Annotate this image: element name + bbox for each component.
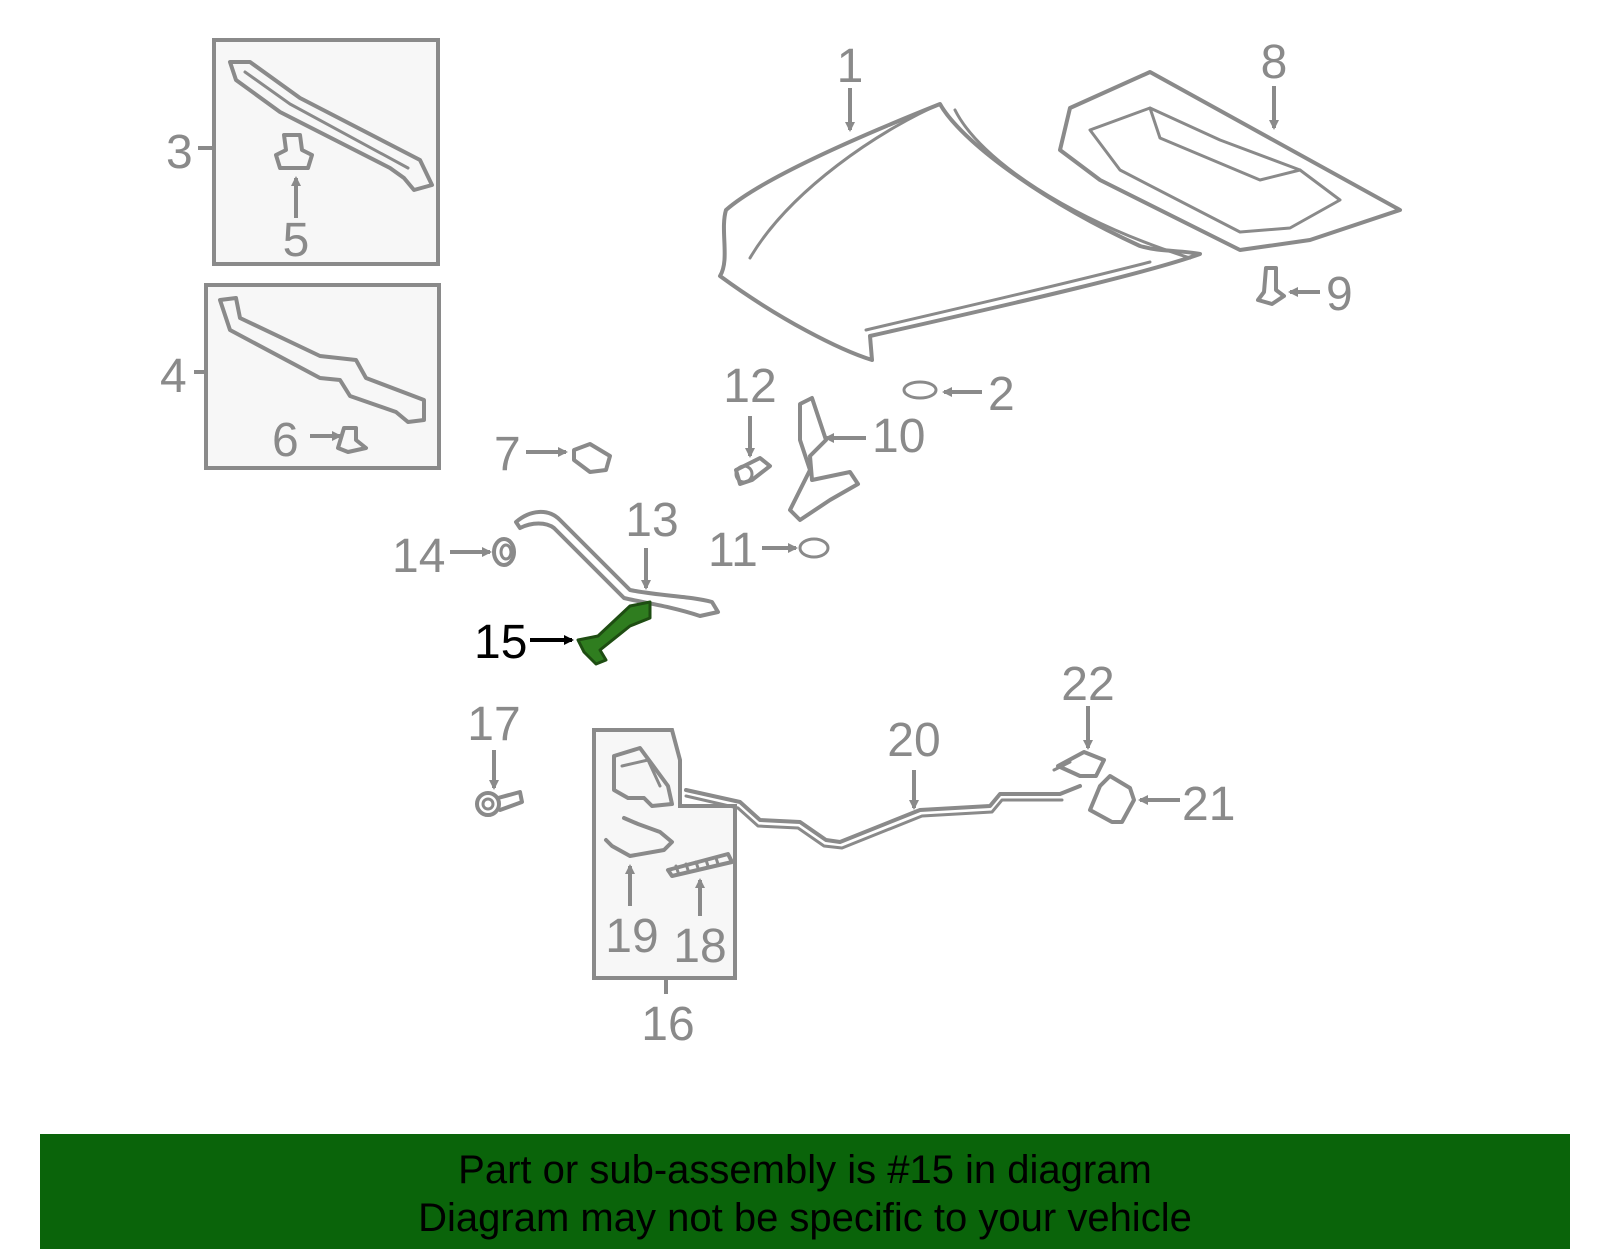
callout-14: 14 bbox=[392, 530, 445, 583]
banner-line-1: Part or sub-assembly is #15 in diagram bbox=[458, 1148, 1152, 1192]
part-5-clip bbox=[274, 133, 314, 170]
callout-4: 4 bbox=[160, 350, 187, 403]
callout-9: 9 bbox=[1326, 268, 1353, 321]
part-22-bracket bbox=[1052, 750, 1106, 778]
callout-1: 1 bbox=[837, 40, 864, 93]
part-13-prop-rod bbox=[514, 510, 720, 618]
part-20-release-cable bbox=[684, 784, 1082, 850]
part-11-seal bbox=[798, 537, 830, 559]
callout-16: 16 bbox=[641, 998, 694, 1051]
part-19-rod bbox=[604, 816, 674, 858]
part-17-bolt bbox=[475, 790, 524, 817]
callout-20: 20 bbox=[887, 714, 940, 767]
info-banner: Part or sub-assembly is #15 in diagram D… bbox=[40, 1134, 1570, 1249]
banner-line-2: Diagram may not be specific to your vehi… bbox=[418, 1196, 1192, 1240]
callout-22: 22 bbox=[1061, 658, 1114, 711]
callout-3: 3 bbox=[166, 126, 193, 179]
callout-13: 13 bbox=[625, 494, 678, 547]
callout-19: 19 bbox=[605, 910, 658, 963]
callout-12: 12 bbox=[723, 360, 776, 413]
callout-7: 7 bbox=[494, 428, 521, 481]
callout-8: 8 bbox=[1261, 36, 1288, 89]
part-3-box bbox=[212, 38, 440, 266]
callout-21: 21 bbox=[1182, 778, 1235, 831]
parts-diagram: 1 2 3 4 5 6 7 8 9 10 11 12 13 14 15 16 1… bbox=[160, 36, 1402, 1051]
part-8-insulator bbox=[1058, 70, 1402, 252]
part-9-clip bbox=[1256, 266, 1286, 306]
part-14-grommet bbox=[492, 537, 516, 567]
callout-5: 5 bbox=[283, 214, 310, 267]
callout-10: 10 bbox=[872, 410, 925, 463]
part-18-spring bbox=[666, 852, 734, 878]
callout-2: 2 bbox=[988, 368, 1015, 421]
callout-6: 6 bbox=[272, 414, 299, 467]
part-7-clip bbox=[572, 442, 612, 474]
callout-17: 17 bbox=[467, 698, 520, 751]
part-15-holder-highlighted[interactable] bbox=[576, 600, 652, 666]
callout-18: 18 bbox=[673, 920, 726, 973]
callout-11: 11 bbox=[708, 524, 758, 577]
callout-15: 15 bbox=[474, 616, 527, 669]
part-21-release-handle bbox=[1088, 774, 1136, 824]
part-4-box bbox=[204, 283, 441, 470]
part-10-hinge bbox=[788, 396, 860, 522]
part-6-clip bbox=[336, 426, 368, 454]
part-12-bolt bbox=[734, 456, 772, 486]
part-2-seal bbox=[902, 380, 938, 400]
part-1-hood bbox=[718, 102, 1202, 362]
